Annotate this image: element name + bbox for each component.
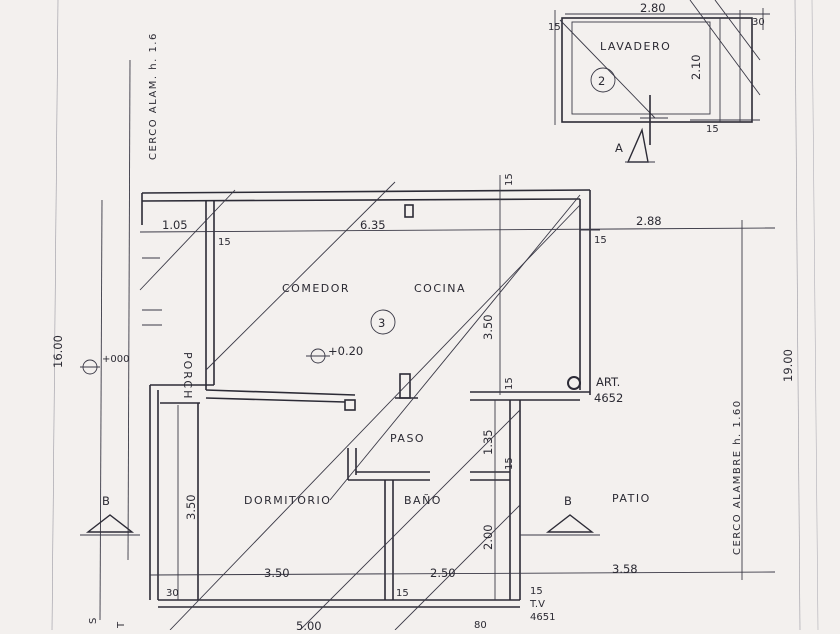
section-b-left-label: B xyxy=(102,494,110,508)
dim-wall-15-b: 15 xyxy=(594,235,607,246)
dim-total-left: 16.00 xyxy=(51,335,65,368)
room-label-comedor: COMEDOR xyxy=(282,282,350,295)
note-edge-s: S xyxy=(88,618,99,624)
dim-wall-15-a: 15 xyxy=(218,237,231,248)
note-cerco-alambre: CERCO ALAMBRE h. 1.60 xyxy=(732,399,743,555)
dim-comedor-width: 6.35 xyxy=(360,218,386,232)
note-art-num: 4652 xyxy=(594,391,623,405)
dim-bano-depth: 2.00 xyxy=(481,524,495,550)
dim-comedor-depth: 3.50 xyxy=(481,314,495,340)
dim-lav-wall-bottom: 15 xyxy=(706,124,719,135)
dim-wall-80: 80 xyxy=(474,620,487,630)
dim-wall-15-f: 15 xyxy=(396,588,409,599)
unit-3-circle xyxy=(370,309,396,335)
dim-dorm-depth: 3.50 xyxy=(184,494,198,520)
room-label-dormitorio: DORMITORIO xyxy=(244,494,331,507)
dim-wall-30: 30 xyxy=(166,588,179,599)
dim-patio-width: 3.58 xyxy=(612,562,638,576)
section-a-label: A xyxy=(615,141,623,155)
unit-3-label: 3 xyxy=(378,316,385,330)
room-label-porch: PORCH xyxy=(181,352,194,400)
section-b-right-label: B xyxy=(564,494,572,508)
note-art: ART. xyxy=(596,375,620,389)
note-tv: T.V xyxy=(529,599,545,610)
sheet-guides xyxy=(51,0,819,631)
dim-lav-wall-right: 30 xyxy=(752,17,765,28)
room-label-paso: PASO xyxy=(390,432,425,445)
room-label-bano: BAÑO xyxy=(404,494,442,507)
dim-lav-width: 2.80 xyxy=(640,1,666,15)
dim-lav-depth: 2.10 xyxy=(689,54,703,80)
dim-wall-15-c: 15 xyxy=(504,173,515,186)
house-walls xyxy=(141,189,591,608)
dim-bottom-partial: 5.00 xyxy=(296,619,322,630)
room-label-cocina: COCINA xyxy=(414,282,466,295)
dimension-lines xyxy=(99,59,776,621)
unit-2-label: 2 xyxy=(598,74,605,88)
note-tv-num: 4651 xyxy=(530,612,555,623)
level-markers xyxy=(80,309,396,375)
dim-side-width: 2.88 xyxy=(636,214,662,228)
dim-bano-width: 2.50 xyxy=(430,566,456,580)
room-label-lavadero: LAVADERO xyxy=(600,40,671,53)
dim-wall-15-d: 15 xyxy=(504,377,515,390)
dim-wall-15-g: 15 xyxy=(530,586,543,597)
dim-dorm-width: 3.50 xyxy=(264,566,290,580)
note-cerco-alam: CERCO ALAM. h. 1.6 xyxy=(148,32,159,160)
dim-paso-depth: 1.35 xyxy=(481,429,495,455)
lavadero-block xyxy=(554,0,770,163)
level-comedor-label: +0.20 xyxy=(328,344,363,358)
dim-porch-width: 1.05 xyxy=(162,218,188,232)
room-label-patio: PATIO xyxy=(612,492,651,505)
hatch-diagonals xyxy=(139,181,581,631)
section-b-markers xyxy=(80,514,600,536)
note-edge-t: T xyxy=(116,621,127,629)
level-porch-label: +000 xyxy=(102,354,129,365)
dim-wall-15-e: 15 xyxy=(504,457,515,470)
unit-2-circle xyxy=(590,67,616,93)
dim-total-right: 19.00 xyxy=(781,349,795,382)
dim-lav-wall-left: 15 xyxy=(548,22,561,33)
